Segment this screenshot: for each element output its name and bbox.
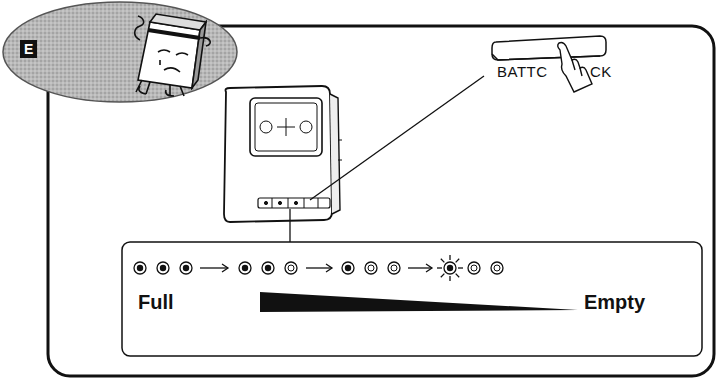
scale-label: Full	[138, 292, 174, 312]
progress-arrow	[408, 264, 432, 272]
progress-arrow	[200, 264, 228, 272]
lamp	[262, 262, 274, 274]
lamp	[285, 262, 297, 274]
title-ellipse	[3, 2, 237, 102]
lamp	[365, 262, 377, 274]
lamp	[437, 255, 463, 281]
lamp	[180, 262, 192, 274]
lamp	[388, 262, 400, 274]
lamp	[134, 262, 146, 274]
indicator-lamps	[134, 255, 503, 281]
button-label: CK	[590, 64, 612, 79]
lamp	[491, 262, 503, 274]
cassette-player	[224, 86, 342, 222]
pointing-hand	[558, 42, 592, 92]
lamp	[468, 262, 480, 274]
level-wedge	[260, 292, 578, 312]
leader-line	[289, 209, 290, 242]
progress-arrow	[306, 264, 332, 272]
section-letter: E	[20, 40, 37, 58]
indicator-inset	[122, 242, 702, 356]
lamp	[342, 262, 354, 274]
scale-label: Empty	[584, 292, 645, 312]
lamp	[239, 262, 251, 274]
leader-line	[310, 76, 484, 200]
battcheck-button	[492, 36, 606, 60]
button-label: BATTC	[497, 64, 548, 79]
tired-battery-character	[135, 14, 211, 96]
lamp	[157, 262, 169, 274]
